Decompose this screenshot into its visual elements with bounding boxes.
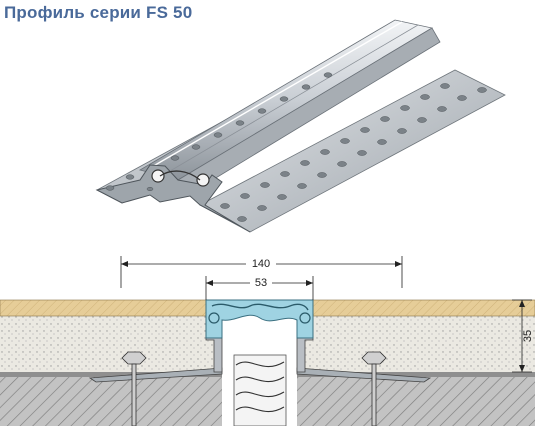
page-title: Профиль серии FS 50: [4, 3, 193, 22]
anchor-bolt-left: [121, 351, 147, 426]
dimension-label-joint-width: 53: [255, 277, 267, 289]
cross-section-drawing: [0, 256, 535, 426]
dimension-label-height: 35: [522, 330, 534, 342]
profile-3d-illustration: [95, 19, 506, 233]
dimension-label-total-width: 140: [252, 258, 270, 270]
perforation-holes-front: [105, 72, 333, 192]
anchor-bolt-right: [361, 351, 387, 426]
perforation-holes-back: [220, 83, 487, 222]
